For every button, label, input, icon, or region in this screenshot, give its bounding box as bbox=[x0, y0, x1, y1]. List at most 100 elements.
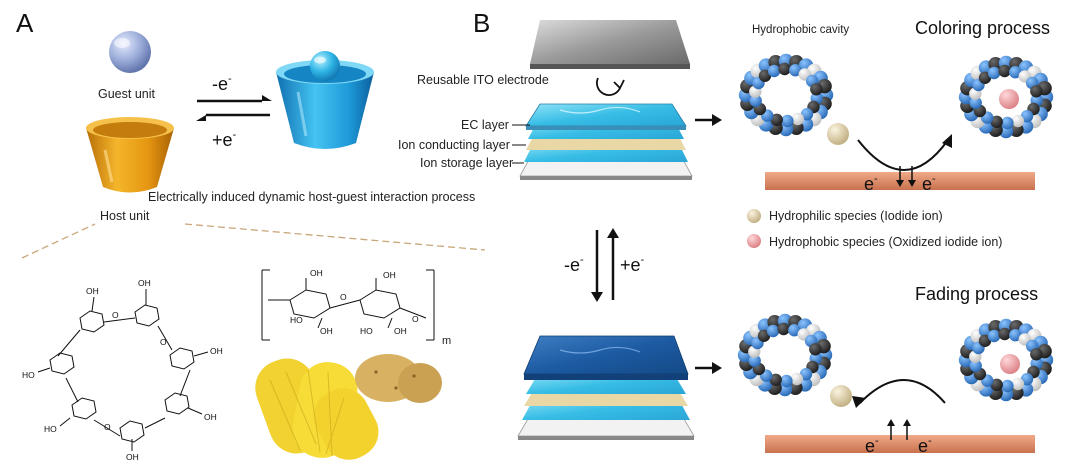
svg-text:OH: OH bbox=[394, 326, 407, 336]
layer-leader-lines bbox=[512, 124, 530, 164]
corn-image bbox=[255, 358, 379, 460]
ring-atom bbox=[791, 112, 805, 126]
legend: Hydrophilic species (Iodide ion) Hydroph… bbox=[747, 209, 1002, 249]
cyclodextrin-ring-top-right bbox=[958, 55, 1054, 139]
svg-text:O: O bbox=[340, 292, 347, 302]
ring-atom bbox=[1009, 329, 1022, 342]
svg-text:OH: OH bbox=[86, 286, 99, 296]
legend-hydrophilic-label: Hydrophilic species (Iodide ion) bbox=[769, 209, 943, 223]
svg-text:OH: OH bbox=[310, 268, 323, 278]
ring-atom bbox=[799, 368, 813, 381]
switch-label-plus-e: +e- bbox=[620, 254, 645, 275]
ring-atom bbox=[978, 334, 992, 347]
ring-atom bbox=[969, 359, 982, 372]
svg-text:OH: OH bbox=[204, 412, 217, 422]
fading-substrate bbox=[765, 435, 1035, 453]
ring-atom bbox=[780, 374, 793, 388]
cyclodextrin-ring-top-left bbox=[738, 53, 834, 137]
ring-atom bbox=[800, 108, 814, 121]
svg-text:OH: OH bbox=[138, 278, 151, 288]
host-unit-cup bbox=[86, 117, 174, 193]
ring-atom bbox=[810, 83, 823, 96]
ring-atom bbox=[788, 324, 801, 337]
hydrophobic-cavity-label: Hydrophobic cavity bbox=[752, 24, 849, 36]
ring-atom bbox=[781, 114, 794, 128]
legend-hydrophobic-swatch bbox=[747, 234, 761, 248]
ring-atom bbox=[778, 62, 791, 76]
svg-text:OH: OH bbox=[383, 270, 396, 280]
ring-atom bbox=[1001, 116, 1014, 130]
iodide-ion-top bbox=[827, 123, 849, 145]
svg-text:OH: OH bbox=[126, 452, 139, 462]
coloring-electron-right: e- bbox=[922, 173, 936, 194]
guest-unit-label: Guest unit bbox=[98, 87, 156, 101]
coloring-process-title: Coloring process bbox=[915, 18, 1050, 38]
ring-atom bbox=[987, 66, 1001, 80]
legend-hydrophilic-swatch bbox=[747, 209, 761, 223]
svg-text:HO: HO bbox=[360, 326, 373, 336]
svg-text:HO: HO bbox=[290, 315, 303, 325]
ion-storage-label: Ion storage layer bbox=[420, 156, 513, 170]
ring-atom bbox=[766, 324, 780, 338]
process-caption: Electrically induced dynamic host-guest … bbox=[148, 190, 475, 204]
ring-atom bbox=[998, 327, 1011, 341]
legend-hydrophobic-label: Hydrophobic species (Oxidized iodide ion… bbox=[769, 235, 1002, 249]
arrow-label-minus-e: -e- bbox=[212, 73, 232, 94]
ion-conducting-label: Ion conducting layer bbox=[398, 138, 510, 152]
fading-electron-arrows bbox=[890, 424, 908, 440]
ring-atom bbox=[748, 354, 761, 367]
ito-electrode bbox=[530, 20, 690, 69]
svg-text:O: O bbox=[104, 422, 111, 432]
svg-text:O: O bbox=[112, 310, 119, 320]
ring-atom bbox=[998, 64, 1011, 78]
reuse-arrow bbox=[596, 77, 625, 96]
device-stack-colored bbox=[517, 335, 695, 440]
oxidized-iodide-top bbox=[999, 89, 1019, 109]
ring-atom bbox=[990, 115, 1003, 128]
svg-text:OH: OH bbox=[320, 326, 333, 336]
svg-text:O: O bbox=[160, 337, 167, 347]
ring-atom bbox=[767, 64, 781, 78]
cyclodextrin-ring-bottom-left bbox=[737, 313, 833, 397]
svg-text:OH: OH bbox=[210, 346, 223, 356]
ring-atom bbox=[1009, 66, 1022, 79]
polysaccharide-labels: OH OH HO OH HO OH O O m bbox=[290, 268, 451, 347]
ring-atom bbox=[770, 113, 783, 127]
polysaccharide-structure bbox=[261, 269, 435, 341]
fading-electron-right: e- bbox=[918, 435, 932, 456]
fading-electron-left: e- bbox=[865, 435, 879, 456]
svg-text:HO: HO bbox=[44, 424, 57, 434]
ring-atom bbox=[777, 322, 790, 336]
ring-atom bbox=[758, 69, 772, 83]
switch-label-minus-e: -e- bbox=[564, 254, 584, 275]
fading-reaction-arc bbox=[859, 379, 946, 404]
ring-atom bbox=[757, 329, 771, 342]
coloring-electron-left: e- bbox=[864, 173, 878, 194]
ring-atom bbox=[769, 373, 782, 386]
coloring-reaction-arc bbox=[857, 139, 949, 171]
potato-image bbox=[355, 354, 442, 403]
svg-text:HO: HO bbox=[22, 370, 35, 380]
ring-atom bbox=[749, 94, 762, 107]
ring-atom bbox=[1030, 348, 1043, 361]
ring-atom bbox=[789, 63, 802, 77]
arrow-label-plus-e: +e- bbox=[212, 129, 237, 150]
guest-unit-sphere bbox=[109, 31, 151, 73]
cyclodextrin-labels: OH OH OH OH OH HO HO O O O bbox=[22, 278, 223, 462]
coloring-electron-arrows bbox=[899, 166, 913, 182]
ring-atom bbox=[1001, 379, 1014, 393]
ring-atom bbox=[990, 378, 1003, 391]
ec-layer-label: EC layer bbox=[461, 118, 509, 132]
ring-atom bbox=[1020, 373, 1034, 386]
equilibrium-arrows bbox=[196, 95, 272, 121]
ring-atom bbox=[1020, 110, 1034, 123]
ring-atom bbox=[969, 96, 982, 109]
host-unit-label: Host unit bbox=[100, 209, 150, 223]
svg-text:O: O bbox=[412, 314, 419, 324]
device-stack-transparent bbox=[519, 103, 693, 180]
cyclodextrin-ring-bottom-right bbox=[958, 318, 1054, 402]
ring-atom bbox=[1011, 377, 1025, 391]
fading-process-title: Fading process bbox=[915, 284, 1038, 304]
ito-label: Reusable ITO electrode bbox=[417, 73, 549, 87]
